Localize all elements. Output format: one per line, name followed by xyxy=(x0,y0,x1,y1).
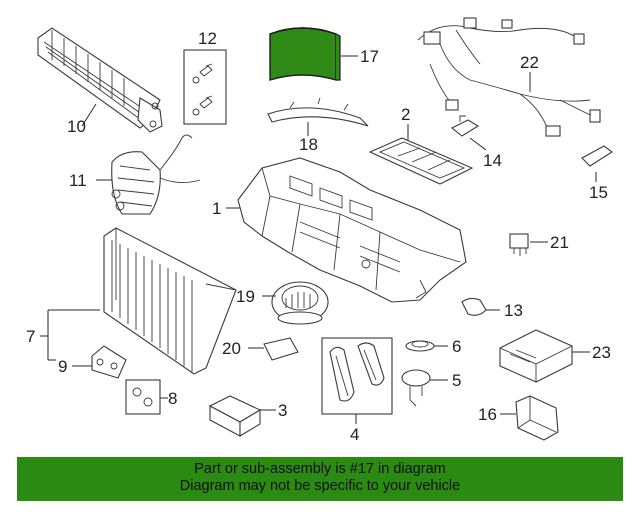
part-7-evaporator-core[interactable] xyxy=(103,227,237,375)
callout-2: 2 xyxy=(401,105,410,124)
callout-7: 7 xyxy=(26,327,35,346)
callout-19: 19 xyxy=(236,287,255,306)
part-5-actuator[interactable] xyxy=(401,369,431,407)
callout-5: 5 xyxy=(452,371,461,390)
callout-9: 9 xyxy=(58,357,67,376)
part-19-blower-motor[interactable] xyxy=(271,281,329,325)
callout-14: 14 xyxy=(483,151,502,170)
part-22-wiring-harness[interactable] xyxy=(417,17,601,137)
callout-6: 6 xyxy=(452,337,461,356)
part-10-heater-core[interactable] xyxy=(37,27,163,133)
callout-13: 13 xyxy=(504,301,523,320)
part-4-door-kit[interactable] xyxy=(321,337,393,415)
callout-18: 18 xyxy=(299,135,318,154)
callout-8: 8 xyxy=(168,389,177,408)
callout-11: 11 xyxy=(69,171,87,190)
banner-line-2: Diagram may not be specific to your vehi… xyxy=(179,478,461,494)
info-banner: Part or sub-assembly is #17 in diagram D… xyxy=(17,457,623,501)
part-1-hvac-housing[interactable] xyxy=(237,157,467,303)
callout-16: 16 xyxy=(478,405,497,424)
callout-15: 15 xyxy=(589,183,608,202)
part-17-filter-highlighted[interactable] xyxy=(269,27,341,81)
callout-1: 1 xyxy=(212,199,221,218)
part-11-evaporator[interactable] xyxy=(111,134,201,215)
part-2-duct[interactable] xyxy=(368,137,474,185)
part-14-bracket[interactable] xyxy=(450,115,480,137)
part-3-box[interactable] xyxy=(208,395,262,437)
part-9-valve[interactable] xyxy=(91,345,127,379)
part-23-control-module[interactable] xyxy=(499,329,573,383)
callout-22: 22 xyxy=(520,53,539,72)
callout-4: 4 xyxy=(350,425,359,444)
part-21-connector[interactable] xyxy=(509,233,529,256)
part-12-clip-kit[interactable] xyxy=(183,49,227,125)
callout-21: 21 xyxy=(550,233,569,252)
callout-10: 10 xyxy=(67,117,86,136)
part-15-connector[interactable] xyxy=(581,145,613,167)
callout-23: 23 xyxy=(592,343,611,362)
callout-3: 3 xyxy=(278,401,287,420)
banner-line-1: Part or sub-assembly is #17 in diagram xyxy=(194,461,446,477)
part-20-resistor[interactable] xyxy=(263,337,299,361)
part-16-sensor[interactable] xyxy=(515,395,559,441)
callout-20: 20 xyxy=(222,339,241,358)
callout-12: 12 xyxy=(198,29,217,48)
part-18-seal[interactable] xyxy=(267,97,369,127)
parts-diagram: 10 12 17 18 2 14 xyxy=(26,17,613,444)
part-6-gasket[interactable] xyxy=(405,340,435,352)
part-13-sensor[interactable] xyxy=(461,297,487,316)
callout-17: 17 xyxy=(360,47,379,66)
part-8-seal-kit[interactable] xyxy=(125,379,161,415)
